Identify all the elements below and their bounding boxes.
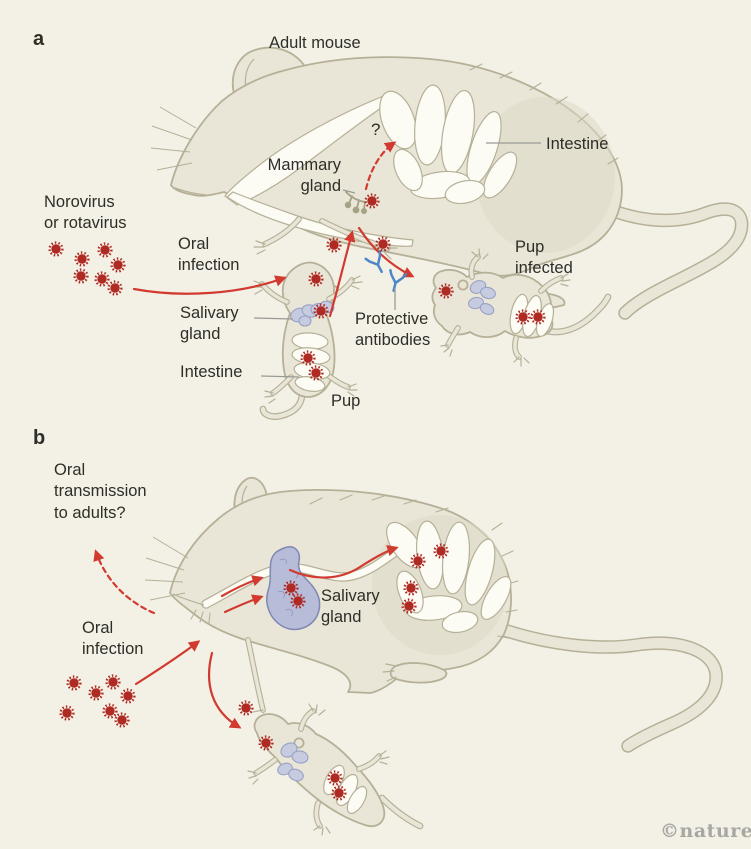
mammary-gland-label: Mammary gland: [267, 156, 341, 196]
arrows-b: [93, 544, 399, 729]
salivary-gland-label-a: Salivary gland: [180, 304, 239, 344]
protective-antibodies-label: Protective antibodies: [355, 310, 431, 350]
mammary-question-arrow: [364, 141, 397, 191]
gland-to-intestine-arrow: [288, 544, 399, 579]
adult-mouse-b: [144, 477, 723, 753]
oral-infection-arrow-b: [134, 640, 201, 686]
chest-band: [224, 94, 396, 206]
pup-a: [251, 261, 363, 420]
mammary-gland-structure: [344, 191, 367, 214]
virus-name-label: Norovirus or rotavirus: [44, 193, 127, 233]
question-mark-label: ?: [371, 120, 381, 139]
oral-transmission-arrow: [93, 549, 156, 615]
salivary-gland-label-b: Salivary gland: [321, 587, 380, 627]
pointer-lines-a: [253, 142, 541, 378]
oral-infection-arrow: [132, 275, 287, 295]
adult-intestine: [379, 84, 518, 205]
pup-to-mother-arrow: [328, 230, 356, 318]
pup-infected-label: Pup infected: [515, 238, 573, 278]
pup-b: [247, 703, 424, 836]
oral-infection-label-b: Oral infection: [82, 619, 144, 659]
intestine-pup-label: Intestine: [180, 363, 243, 381]
arrows-a: [132, 141, 415, 318]
adult-mouse-a: [150, 46, 749, 320]
mother-to-pup-arrow: [357, 226, 415, 278]
oral-transmission-label: Oral transmission to adults?: [54, 461, 147, 522]
oral-infection-label-a: Oral infection: [178, 235, 240, 275]
intestine-adult-label: Intestine: [546, 135, 609, 153]
panel-a-label: a: [33, 28, 45, 50]
adult-mouse-title: Adult mouse: [269, 34, 361, 52]
panel-b-label: b: [33, 427, 46, 449]
pup-label: Pup: [331, 392, 361, 410]
whiskers: [150, 106, 197, 171]
adult-intestine-b: [386, 520, 512, 634]
nature-credit: ©nature: [660, 820, 751, 842]
mouth-to-pup-arrow: [208, 651, 242, 729]
